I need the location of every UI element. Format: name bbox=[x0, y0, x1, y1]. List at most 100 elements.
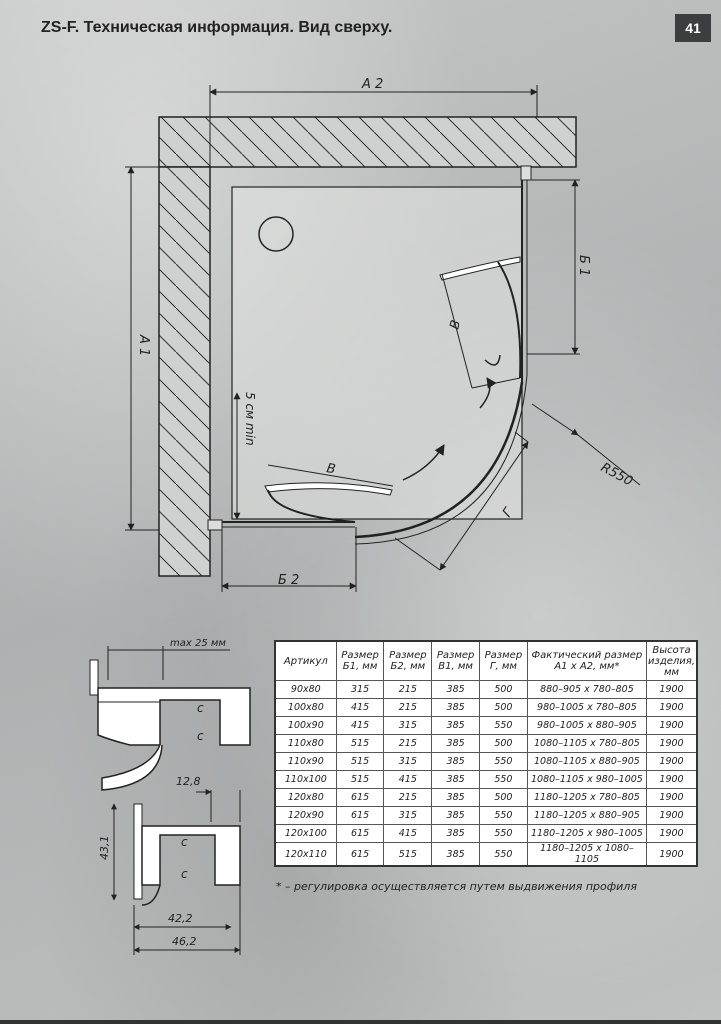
profile-drawing: max 25 мм c c 12,8 c c 43,1 42,2 46,2 bbox=[89, 638, 251, 955]
svg-text:c: c bbox=[197, 701, 204, 715]
table-header-row: Артикул Размер Б1, мм Размер Б2, мм Разм… bbox=[274, 640, 698, 681]
table-cell: 1900 bbox=[646, 788, 698, 807]
table-cell: 1080–1105 x 980–1005 bbox=[526, 770, 648, 789]
table-cell: 1180–1205 x 980–1005 bbox=[526, 824, 648, 843]
table-cell: 1080–1105 x 780–805 bbox=[526, 734, 648, 753]
table-cell: 215 bbox=[383, 698, 433, 717]
table-cell: 110x90 bbox=[274, 752, 337, 771]
table-cell: 415 bbox=[383, 824, 433, 843]
table-cell: 550 bbox=[479, 842, 528, 867]
shower-tray bbox=[231, 186, 523, 520]
table-cell: 120x90 bbox=[274, 806, 337, 825]
table-cell: 1900 bbox=[646, 824, 698, 843]
dim-5cm-min: 5 см min bbox=[243, 392, 257, 446]
dim-v-bottom: В bbox=[325, 461, 336, 477]
dim-max25: max 25 мм bbox=[170, 638, 226, 649]
table-cell: 1900 bbox=[646, 806, 698, 825]
table-cell: 385 bbox=[431, 734, 481, 753]
table-cell: 615 bbox=[335, 788, 385, 807]
col-header: Артикул bbox=[274, 640, 337, 681]
table-cell: 385 bbox=[431, 806, 481, 825]
table-cell: 215 bbox=[383, 734, 433, 753]
dim-43-1: 43,1 bbox=[98, 836, 111, 861]
dim-r550: R550 bbox=[598, 460, 635, 489]
table-cell: 120x100 bbox=[274, 824, 337, 843]
col-header: Размер В1, мм bbox=[431, 640, 481, 681]
wall-left bbox=[158, 166, 211, 577]
table-cell: 415 bbox=[383, 770, 433, 789]
table-cell: 550 bbox=[479, 716, 528, 735]
col-header: Фактический размер А1 х А2, мм* bbox=[526, 640, 648, 681]
table-cell: 550 bbox=[479, 806, 528, 825]
dim-b1: Б 1 bbox=[576, 255, 591, 276]
dim-46-2: 46,2 bbox=[172, 935, 197, 948]
table-cell: 385 bbox=[431, 788, 481, 807]
table-cell: 1180–1205 x 1080–1105 bbox=[526, 842, 648, 867]
page-number: 41 bbox=[675, 14, 711, 42]
table-cell: 1900 bbox=[646, 698, 698, 717]
svg-text:c: c bbox=[197, 729, 204, 743]
table-cell: 615 bbox=[335, 806, 385, 825]
dim-a2: А 2 bbox=[361, 77, 383, 92]
table-cell: 120x110 bbox=[274, 842, 337, 867]
table-cell: 880–905 x 780–805 bbox=[526, 680, 648, 699]
table-cell: 215 bbox=[383, 788, 433, 807]
dim-v-top: В bbox=[447, 318, 464, 331]
wall-top bbox=[158, 116, 577, 168]
table-cell: 315 bbox=[383, 806, 433, 825]
door-bottom bbox=[264, 482, 393, 496]
top-view-drawing: А 2 А 1 Б 1 Б 2 В В 5 см min Г R550 bbox=[125, 77, 641, 592]
table-cell: 1900 bbox=[646, 734, 698, 753]
bottom-bar bbox=[0, 1020, 721, 1024]
table-cell: 500 bbox=[479, 680, 528, 699]
footnote: * – регулировка осуществляется путем выд… bbox=[276, 880, 637, 893]
table-cell: 215 bbox=[383, 680, 433, 699]
table-cell: 110x80 bbox=[274, 734, 337, 753]
table-cell: 550 bbox=[479, 770, 528, 789]
table-cell: 1900 bbox=[646, 842, 698, 867]
table-cell: 415 bbox=[335, 716, 385, 735]
col-header: Высота изделия, мм bbox=[646, 640, 698, 681]
table-cell: 550 bbox=[479, 752, 528, 771]
table-cell: 500 bbox=[479, 734, 528, 753]
col-header: Размер Б1, мм bbox=[335, 640, 385, 681]
table-cell: 1900 bbox=[646, 752, 698, 771]
table-cell: 1900 bbox=[646, 716, 698, 735]
table-cell: 315 bbox=[335, 680, 385, 699]
table-cell: 500 bbox=[479, 788, 528, 807]
table-cell: 385 bbox=[431, 698, 481, 717]
drain bbox=[258, 216, 294, 252]
table-cell: 385 bbox=[431, 680, 481, 699]
table-cell: 615 bbox=[335, 824, 385, 843]
table-cell: 980–1005 x 780–805 bbox=[526, 698, 648, 717]
table-cell: 515 bbox=[383, 842, 433, 867]
table-cell: 1900 bbox=[646, 770, 698, 789]
table-cell: 385 bbox=[431, 842, 481, 867]
table-cell: 500 bbox=[479, 698, 528, 717]
table-cell: 315 bbox=[383, 716, 433, 735]
dim-12-8: 12,8 bbox=[176, 775, 201, 788]
table-cell: 120x80 bbox=[274, 788, 337, 807]
table-cell: 515 bbox=[335, 752, 385, 771]
table-cell: 385 bbox=[431, 752, 481, 771]
door-top bbox=[439, 256, 521, 281]
table-cell: 90x80 bbox=[274, 680, 337, 699]
dim-42-2: 42,2 bbox=[168, 912, 193, 925]
table-cell: 1180–1205 x 780–805 bbox=[526, 788, 648, 807]
col-header: Размер Г, мм bbox=[479, 640, 528, 681]
col-header: Размер Б2, мм bbox=[383, 640, 433, 681]
table-cell: 1080–1105 x 880–905 bbox=[526, 752, 648, 771]
table-cell: 615 bbox=[335, 842, 385, 867]
table-cell: 980–1005 x 880–905 bbox=[526, 716, 648, 735]
table-cell: 550 bbox=[479, 824, 528, 843]
dim-a1: А 1 bbox=[136, 334, 151, 356]
table-cell: 315 bbox=[383, 752, 433, 771]
